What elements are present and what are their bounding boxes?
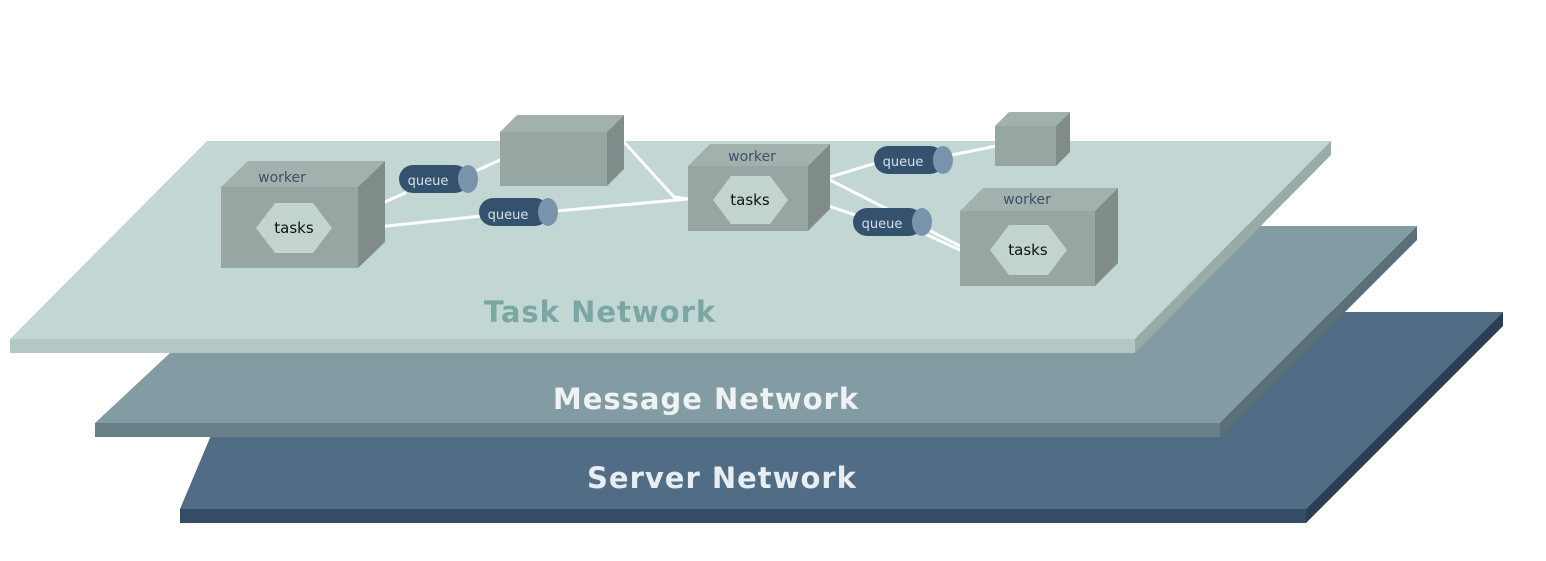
server-network-front bbox=[180, 509, 1306, 523]
node-box-small-top-face bbox=[995, 112, 1070, 126]
node-box-small bbox=[995, 112, 1070, 166]
queue-4: queue bbox=[853, 208, 932, 236]
worker-3-top-face bbox=[960, 188, 1118, 211]
queue-2-cap bbox=[538, 198, 558, 226]
queue-3-label: queue bbox=[883, 155, 924, 170]
link-queue3-small-box bbox=[950, 144, 998, 157]
worker-2-tasks-hexagon bbox=[713, 176, 788, 224]
queue-1: queue bbox=[399, 165, 478, 193]
link-worker1-queue1 bbox=[383, 191, 407, 204]
queue-1-body bbox=[399, 165, 469, 193]
server-network-label: Server Network bbox=[587, 461, 857, 495]
server-network-side bbox=[1306, 312, 1503, 523]
worker-1-label: worker bbox=[258, 170, 306, 186]
message-network-label: Message Network bbox=[553, 382, 859, 416]
link-queue2-worker2 bbox=[554, 197, 690, 213]
task-network-front bbox=[10, 339, 1135, 353]
worker-3-side-face bbox=[1095, 188, 1118, 286]
worker-2-label: worker bbox=[728, 149, 776, 165]
link-queue4-worker3 bbox=[923, 232, 962, 252]
worker-node-3: worker tasks bbox=[960, 188, 1118, 286]
queue-2-label: queue bbox=[488, 208, 529, 223]
worker-1-tasks-label: tasks bbox=[274, 219, 314, 237]
queue-4-label: queue bbox=[862, 217, 903, 232]
worker-node-2: worker tasks bbox=[688, 144, 830, 231]
worker-2-tasks-label: tasks bbox=[730, 191, 770, 209]
worker-3-tasks-label: tasks bbox=[1008, 241, 1048, 259]
node-box-small-front-face bbox=[995, 126, 1056, 166]
worker-2-top-face bbox=[688, 144, 830, 166]
queue-3-body bbox=[874, 146, 944, 174]
worker-1-side-face bbox=[358, 161, 385, 268]
link-box-top-worker2-b bbox=[672, 195, 690, 201]
link-worker2-queue3 bbox=[828, 161, 878, 179]
node-box-top-top-face bbox=[500, 115, 624, 132]
queue-2: queue bbox=[479, 198, 558, 226]
worker-3-label: worker bbox=[1003, 192, 1051, 208]
queue-1-cap bbox=[458, 165, 478, 193]
queue-3: queue bbox=[874, 146, 953, 174]
task-network-layer: Task Network bbox=[10, 141, 1331, 353]
node-box-top-front-face bbox=[500, 132, 607, 186]
task-network-label: Task Network bbox=[484, 295, 716, 329]
worker-2-side-face bbox=[808, 144, 830, 231]
task-network-side bbox=[1135, 141, 1331, 353]
node-box-top bbox=[500, 115, 624, 186]
queue-4-cap bbox=[912, 208, 932, 236]
message-network-side bbox=[1220, 226, 1417, 437]
message-network-front bbox=[95, 423, 1220, 437]
node-box-top-side-face bbox=[607, 115, 624, 186]
node-box-small-side-face bbox=[1056, 112, 1070, 166]
queue-3-cap bbox=[933, 146, 953, 174]
queue-1-label: queue bbox=[408, 174, 449, 189]
worker-1-tasks-hexagon bbox=[256, 203, 332, 253]
worker-1-top-face bbox=[221, 161, 385, 187]
queue-4-body bbox=[853, 208, 923, 236]
queue-2-body bbox=[479, 198, 549, 226]
link-box-top-worker2 bbox=[622, 140, 676, 199]
worker-3-tasks-hexagon bbox=[990, 225, 1067, 275]
worker-node-1: worker tasks bbox=[221, 161, 385, 268]
link-queue1-box-top bbox=[476, 158, 502, 172]
